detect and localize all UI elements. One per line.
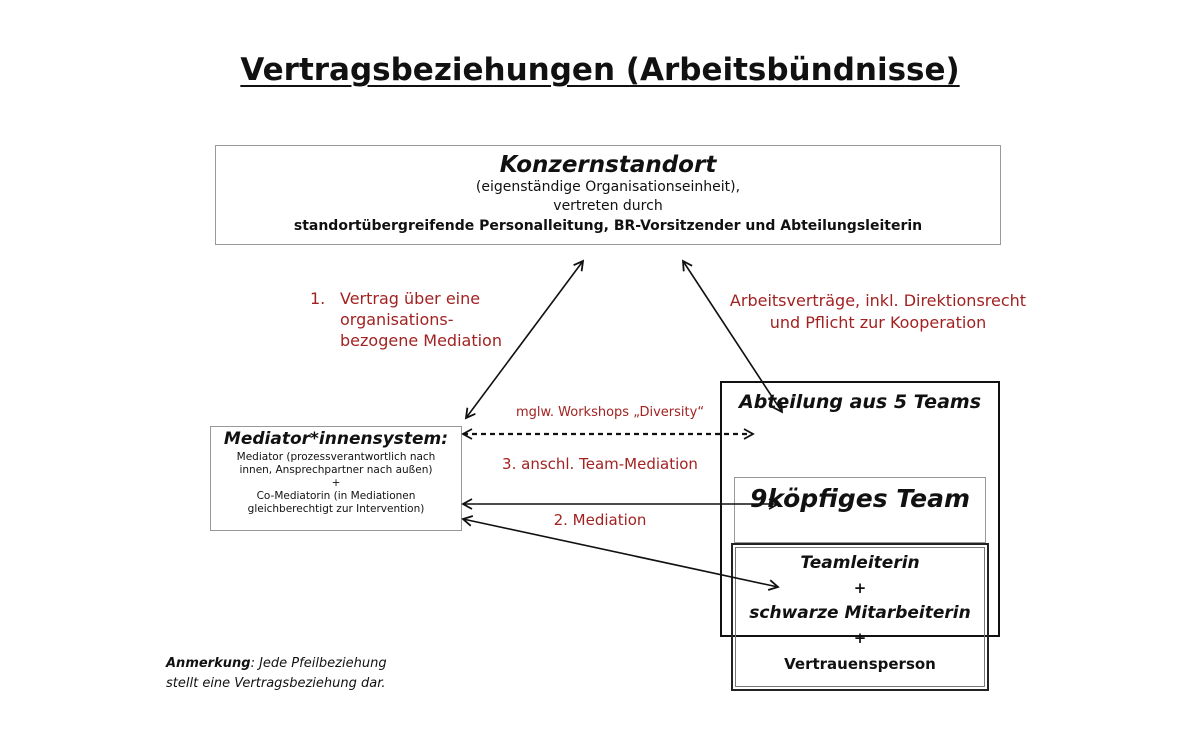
department-title: Abteilung aus 5 Teams (739, 391, 981, 413)
team-mediation-label: 3. anschl. Team-Mediation (502, 455, 698, 473)
konzern-line-1: (eigenständige Organisationseinheit), (475, 179, 741, 195)
plus-sign-1: + (853, 579, 867, 597)
parties-content: Teamleiterin + schwarze Mitarbeiterin + … (731, 550, 989, 675)
parties-box-outer (731, 543, 989, 691)
annotation-note: Anmerkung: Jede Pfeilbeziehung stellt ei… (166, 654, 426, 694)
note-text: : Jede Pfeilbeziehung (250, 656, 387, 671)
page-title: Vertragsbeziehungen (Arbeitsbündnisse) (240, 52, 960, 88)
note-line-2: stellt eine Vertragsbeziehung dar. (166, 676, 386, 691)
note-keyword: Anmerkung (166, 656, 251, 671)
contract-label: 1. Vertrag über eine organisations- bezo… (310, 288, 550, 351)
arrow-konzern-mediator (464, 259, 585, 420)
team-title: 9köpfiges Team (749, 484, 971, 513)
mediator-system-title: Mediator*innensystem: (223, 429, 449, 449)
employment-contract-label: Arbeitsverträge, inkl. Direktionsrecht u… (720, 290, 1036, 334)
mediator-line-2: innen, Ansprechpartner nach außen) (239, 464, 433, 476)
konzern-representatives: standortübergreifende Personalleitung, B… (293, 218, 923, 234)
trusted-person-label: Vertrauensperson (784, 655, 936, 673)
mediator-line-1: Mediator (prozessverantwortlich nach (236, 451, 436, 463)
konzern-title: Konzernstandort (499, 152, 717, 178)
plus-sign-2: + (853, 629, 867, 647)
konzern-line-2: vertreten durch (553, 198, 663, 214)
konzern-box: Konzernstandort (eigenständige Organisat… (215, 145, 1001, 245)
employment-label-line-2: und Pflicht zur Kooperation (769, 313, 987, 332)
mediator-line-4: Co-Mediatorin (in Mediationen (256, 490, 416, 502)
mediator-line-3: + (331, 477, 341, 489)
mediator-system-details: Mediator (prozessverantwortlich nach inn… (211, 451, 461, 516)
contract-label-line-1: Vertrag über eine (340, 289, 481, 308)
mediator-line-5: gleichberechtigt zur Intervention) (247, 503, 425, 515)
mediator-system-box: Mediator*innensystem: Mediator (prozessv… (210, 426, 462, 531)
employment-label-line-1: Arbeitsverträge, inkl. Direktionsrecht (729, 291, 1027, 310)
parties-box-inner (735, 547, 985, 687)
contract-label-line-2: organisations- (340, 310, 454, 329)
contract-label-line-3: bezogene Mediation (340, 331, 502, 350)
team-lead-label: Teamleiterin (800, 553, 920, 573)
contract-label-number: 1. (310, 289, 326, 308)
arrow-mediation (461, 515, 780, 591)
employee-label: schwarze Mitarbeiterin (749, 603, 971, 623)
arrow-konzern-department (681, 259, 784, 414)
